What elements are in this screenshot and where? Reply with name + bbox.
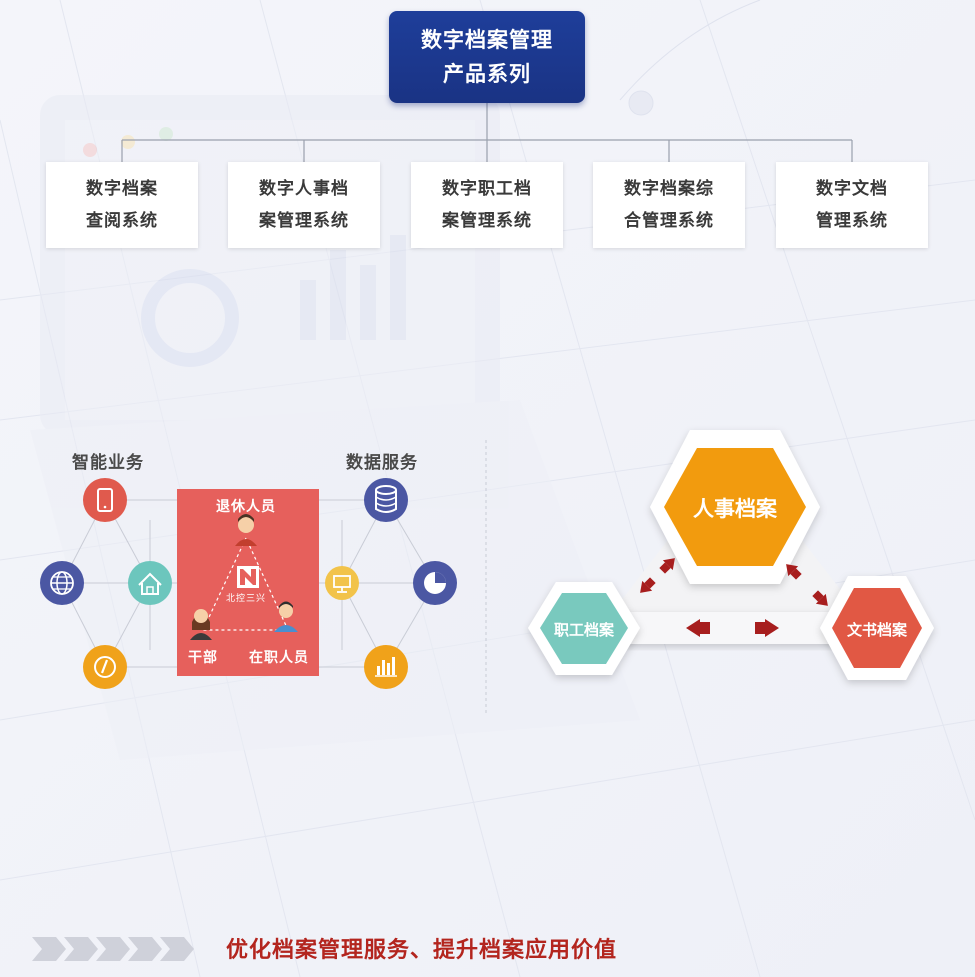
staff-archive-hexagon (528, 582, 640, 675)
subsystem-line-2: 管理系统 (816, 211, 888, 231)
database-icon (364, 478, 408, 522)
arrow-bottom-left-icon (686, 619, 710, 637)
personnel-archive-hexagon (650, 430, 820, 584)
employee-avatar (274, 601, 298, 632)
mobile-phone-icon (83, 478, 127, 522)
subsystem-line-1: 数字人事档 (259, 179, 349, 199)
title-line-1: 数字档案管理 (421, 28, 553, 52)
title-line-2: 产品系列 (443, 62, 531, 86)
globe-icon (40, 561, 84, 605)
smart-business-label: 智能业务 (72, 453, 144, 473)
subsystem-line-1: 数字档案综 (624, 179, 714, 199)
subsystem-box-4: 数字档案综 合管理系统 (593, 162, 745, 248)
subsystem-line-2: 案管理系统 (259, 211, 349, 231)
staff-archive-label: 职工档案 (553, 621, 614, 639)
subsystem-box-1: 数字档案 查阅系统 (46, 162, 198, 248)
subsystem-line-2: 查阅系统 (86, 211, 158, 231)
retired-person-avatar (235, 514, 257, 546)
subsystem-box-2: 数字人事档 案管理系统 (228, 162, 380, 248)
cadre-avatar (190, 609, 212, 640)
pie-chart-icon (413, 561, 457, 605)
employee-label: 在职人员 (249, 650, 309, 666)
logo-text: 北控三兴 (226, 594, 267, 604)
pen-icon (83, 645, 127, 689)
footer-slogan: 优化档案管理服务、提升档案应用价值 (226, 938, 618, 963)
subsystem-line-2: 合管理系统 (624, 211, 714, 231)
cadre-label: 干部 (188, 650, 218, 666)
personnel-archive-label: 人事档案 (693, 497, 777, 521)
document-archive-hexagon (820, 576, 934, 680)
retired-staff-label: 退休人员 (216, 499, 276, 515)
subsystem-box-5: 数字文档 管理系统 (776, 162, 928, 248)
subsystem-line-1: 数字文档 (816, 179, 888, 199)
home-icon (128, 561, 172, 605)
bar-chart-icon (364, 645, 408, 689)
arrow-bottom-right-icon (755, 619, 779, 637)
subsystem-line-1: 数字职工档 (442, 179, 532, 199)
monitor-icon (325, 566, 359, 600)
product-series-title: 数字档案管理 产品系列 (389, 11, 585, 103)
company-logo (237, 566, 259, 588)
subsystem-line-2: 案管理系统 (442, 211, 532, 231)
document-archive-label: 文书档案 (846, 621, 907, 639)
subsystem-box-3: 数字职工档 案管理系统 (411, 162, 563, 248)
subsystem-line-1: 数字档案 (86, 179, 158, 199)
data-service-label: 数据服务 (346, 453, 418, 473)
